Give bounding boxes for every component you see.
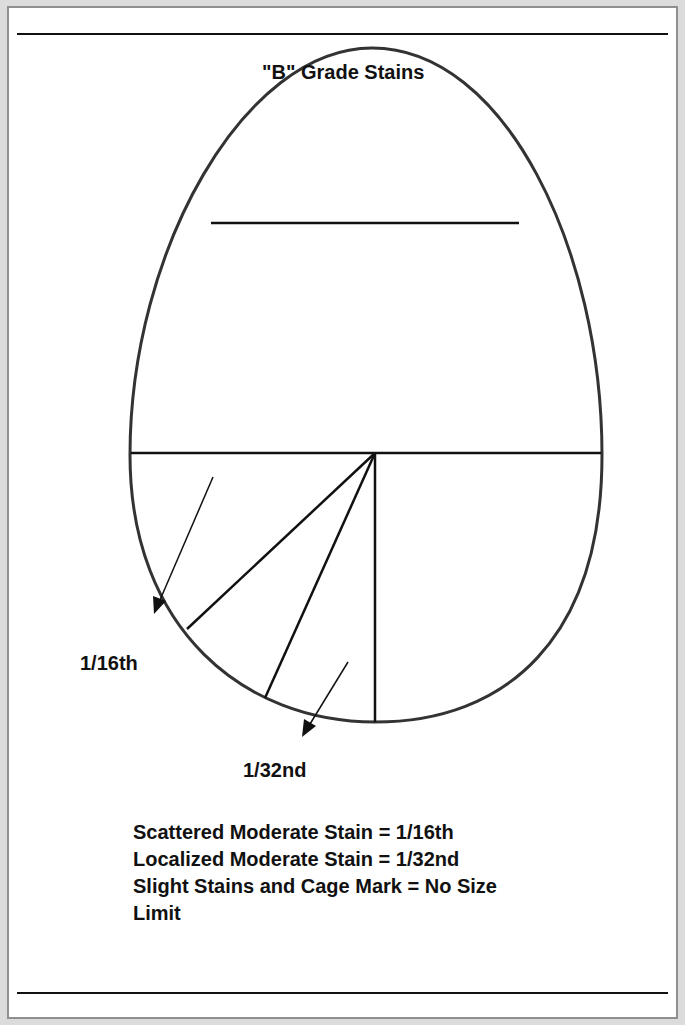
fraction-label: 1/16th — [80, 650, 138, 677]
note-text: Scattered Moderate Stain = 1/16th — [133, 819, 454, 846]
sector-line — [187, 453, 375, 629]
sector-line — [265, 453, 375, 698]
note-text: Slight Stains and Cage Mark = No Size Li… — [133, 873, 525, 927]
middle-line — [131, 452, 601, 455]
bottom-rule — [17, 992, 668, 994]
upper-line — [211, 222, 519, 225]
leader-line — [160, 477, 213, 600]
arrowhead — [153, 596, 166, 614]
note-text: Localized Moderate Stain = 1/32nd — [133, 846, 459, 873]
leader-line — [310, 662, 348, 724]
top-rule — [17, 33, 668, 35]
fraction-label: 1/32nd — [243, 757, 306, 784]
egg-outline — [130, 48, 602, 722]
diagram-title: "B" Grade Stains — [262, 59, 424, 86]
vertical-line — [374, 453, 377, 722]
arrowhead — [302, 719, 316, 737]
